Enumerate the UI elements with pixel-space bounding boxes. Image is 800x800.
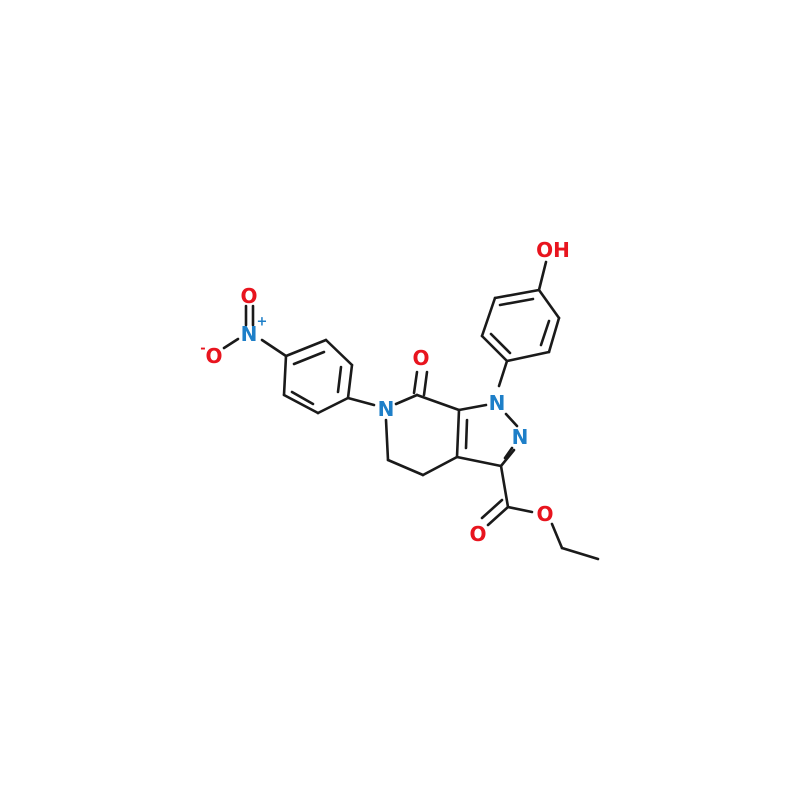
ketone-oxygen-label: O — [412, 346, 429, 370]
lactam-nitrogen-label: N — [378, 397, 395, 421]
nitro-nitrogen-charge: + — [257, 315, 268, 330]
nitro-nitrogen-label: N — [241, 322, 258, 346]
pyrazole-n1-label: N — [489, 391, 506, 415]
nitro-oxygen-left-label: O — [205, 344, 222, 368]
ester-carbonyl-oxygen-label: O — [469, 522, 486, 546]
atom-labels: OH O N + O - O N N N O O — [200, 238, 570, 546]
bonds — [222, 260, 600, 561]
nitro-oxygen-top-label: O — [240, 284, 257, 308]
ester-ether-oxygen-label: O — [536, 502, 553, 526]
nitro-oxygen-charge: - — [200, 342, 205, 357]
pyrazole-n2-label: N — [512, 425, 529, 449]
hydroxyl-label: OH — [536, 238, 570, 262]
